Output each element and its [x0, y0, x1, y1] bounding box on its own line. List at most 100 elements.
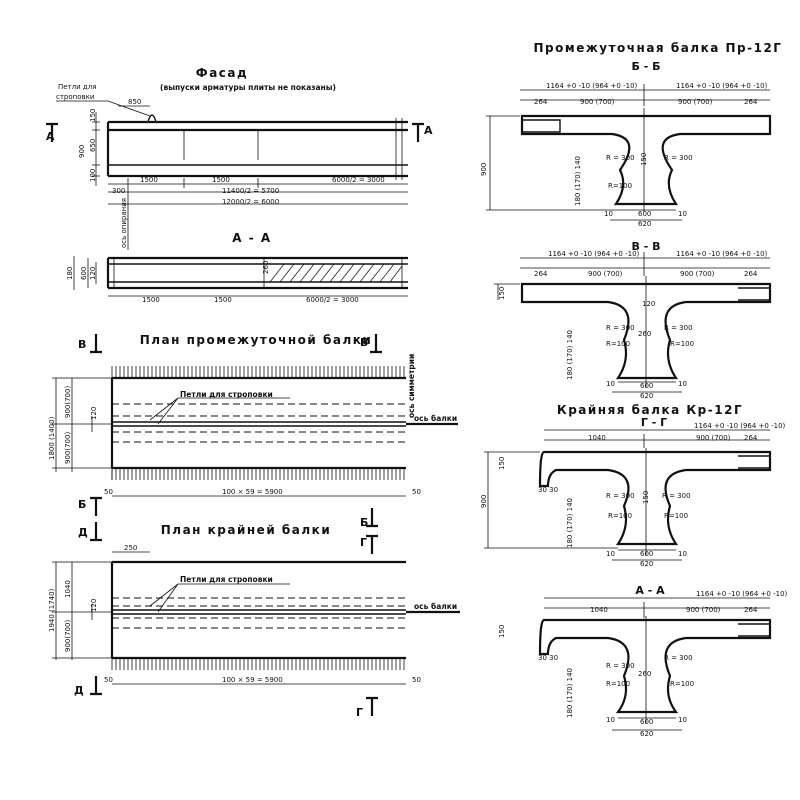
- section-BB-600: 600: [638, 210, 651, 218]
- plan-edge-vertical-dims: [52, 561, 112, 660]
- section-AA-R100-left: R=100: [606, 680, 630, 688]
- plan-edge-dim-250: 250: [124, 544, 137, 552]
- plan-mid-title: План промежуточной балки: [140, 333, 373, 347]
- section-BB-264-left: 264: [534, 98, 548, 106]
- section-VV-top-dims: [520, 252, 770, 276]
- plan-mid-dim-lower: 900(700): [64, 432, 72, 464]
- facade-dim-5700: 11400/2 = 5700: [222, 187, 279, 195]
- plan-mid-loops-label: Петли для строповки: [180, 390, 273, 399]
- section-AA-1040: 1040: [590, 606, 608, 614]
- plan-mid-vertical-dims: [52, 377, 112, 472]
- section-BB-edge-step: [522, 119, 561, 133]
- plan-edge-dim-outer: 1940 (1740): [48, 588, 56, 632]
- plan-edge-dim-120: 120: [90, 599, 98, 612]
- aa-dim-120: 120: [89, 267, 97, 280]
- support-axis-label: ось опирания: [120, 198, 128, 248]
- plan-edge-mark-G-bottom: Г: [356, 706, 363, 719]
- facade-loop-note-2: строповки: [56, 93, 94, 101]
- facade-dim-1500a: 1500: [140, 176, 158, 184]
- plan-edge-arrow-G-top: [366, 534, 378, 554]
- section-VV-top-left: 1164 +0 -10 (964 +0 -10): [548, 250, 640, 258]
- section-AA-edge-step: [738, 623, 771, 637]
- section-VV-left-stack: 180 (170) 140: [566, 330, 574, 380]
- section-BB-height-dim: [486, 115, 616, 211]
- aa-vertical-dim-lines: [73, 256, 97, 290]
- aa-dim-1500b: 1500: [214, 296, 232, 304]
- section-GG-left-stack: 180 (170) 140: [566, 498, 574, 548]
- section-BB-top-right: 1164 +0 -10 (964 +0 -10): [676, 82, 768, 90]
- section-AA-top-right: 1164 +0 -10 (964 +0 -10): [696, 590, 788, 598]
- section-AA-10-left: 10: [606, 716, 615, 724]
- plan-mid-mark-B-bottom: Б: [78, 498, 86, 511]
- facade-dim-1500b: 1500: [212, 176, 230, 184]
- section-GG-profile: [538, 450, 772, 546]
- section-AA-260: 260: [638, 670, 651, 678]
- section-AA-900-right: 900 (700): [686, 606, 721, 614]
- section-AA-620: 620: [640, 730, 653, 738]
- section-AA-10-right: 10: [678, 716, 687, 724]
- plan-edge-mark-D-top: Д: [78, 526, 88, 539]
- section-GG-600: 600: [640, 550, 653, 558]
- section-GG-10-right: 10: [678, 550, 687, 558]
- section-GG-R300-right: R = 300: [662, 492, 691, 500]
- facade-dim-3000: 6000/2 = 3000: [332, 176, 385, 184]
- facade-section-mark-left: А: [46, 130, 55, 143]
- section-GG-R100-left: R=100: [608, 512, 632, 520]
- section-AA-R100-right: R=100: [670, 680, 694, 688]
- section-VV-title: В - В: [632, 240, 661, 253]
- section-AA-left-stack: 180 (170) 140: [566, 668, 574, 718]
- section-GG-264-right: 264: [744, 434, 758, 442]
- plan-edge-beam-axis-label: ось балки: [414, 602, 457, 611]
- plan-mid-arrow-B-right: [366, 508, 378, 528]
- beam-edge-title: Крайняя балка Кр-12Г: [557, 403, 743, 417]
- plan-mid-dim-outer: 1800 (1400): [48, 416, 56, 460]
- facade-loop-leader: [56, 100, 151, 117]
- section-BB-title: Б - Б: [632, 60, 661, 73]
- section-VV-600: 600: [640, 382, 653, 390]
- facade-title: Фасад: [196, 66, 248, 80]
- section-GG-edge-step: [738, 455, 771, 469]
- section-GG-900-right: 900 (700): [696, 434, 731, 442]
- section-AA-3030: 30 30: [538, 654, 558, 662]
- section-BB-264-right: 264: [744, 98, 758, 106]
- section-VV-bottom-dims: [612, 381, 682, 393]
- plan-mid-loops-leader: [149, 397, 290, 425]
- section-GG-bottom-dims: [612, 549, 682, 561]
- section-GG-900: 900: [480, 495, 488, 508]
- plan-edge-arrow-D-bottom: [90, 676, 102, 696]
- section-BB-left-stack: 180 (170) 140: [574, 156, 582, 206]
- facade-beam: [106, 118, 408, 180]
- section-BB-10-right: 10: [678, 210, 687, 218]
- section-VV-900-left: 900 (700): [588, 270, 623, 278]
- section-VV-150-dim: [494, 283, 520, 300]
- section-VV-R100-right: R=100: [670, 340, 694, 348]
- plan-mid-arrow-B-bottom: [90, 496, 102, 516]
- facade-section-mark-right: А: [424, 124, 433, 137]
- section-AA-R300-left: R = 300: [606, 662, 635, 670]
- section-VV-150: 150: [498, 287, 506, 300]
- section-VV-10-right: 10: [678, 380, 687, 388]
- section-GG-10-left: 10: [606, 550, 615, 558]
- plan-mid-dim-50: 50: [104, 488, 113, 496]
- section-AA-bottom-dims: [612, 717, 682, 731]
- section-VV-620: 620: [640, 392, 653, 400]
- section-BB-900-right: 900 (700): [678, 98, 713, 106]
- plan-mid-dim-5900: 100 × 59 = 5900: [222, 488, 283, 496]
- plan-edge-arrow-D-top: [90, 522, 102, 542]
- section-BB-profile: [520, 114, 772, 206]
- facade-dim-900: 900: [78, 145, 86, 158]
- aa-title: А - А: [232, 231, 271, 245]
- section-VV-edge-step: [738, 287, 771, 301]
- plan-mid-mark-V: В: [78, 338, 86, 351]
- section-AA-right-title: А - А: [635, 584, 665, 597]
- facade-loop-note-1: Петли для: [58, 83, 96, 91]
- section-GG-center-150: 150: [642, 491, 650, 504]
- section-AA-R300-right: R = 300: [664, 654, 693, 662]
- section-VV-R100-left: R=100: [606, 340, 630, 348]
- aa-dim-3000: 6000/2 = 3000: [306, 296, 359, 304]
- section-VV-top-right: 1164 +0 -10 (964 +0 -10): [676, 250, 768, 258]
- section-BB-R300-left: R = 300: [606, 154, 635, 162]
- facade-dim-150: 150: [89, 109, 97, 122]
- section-GG-R100-right: R=100: [664, 512, 688, 520]
